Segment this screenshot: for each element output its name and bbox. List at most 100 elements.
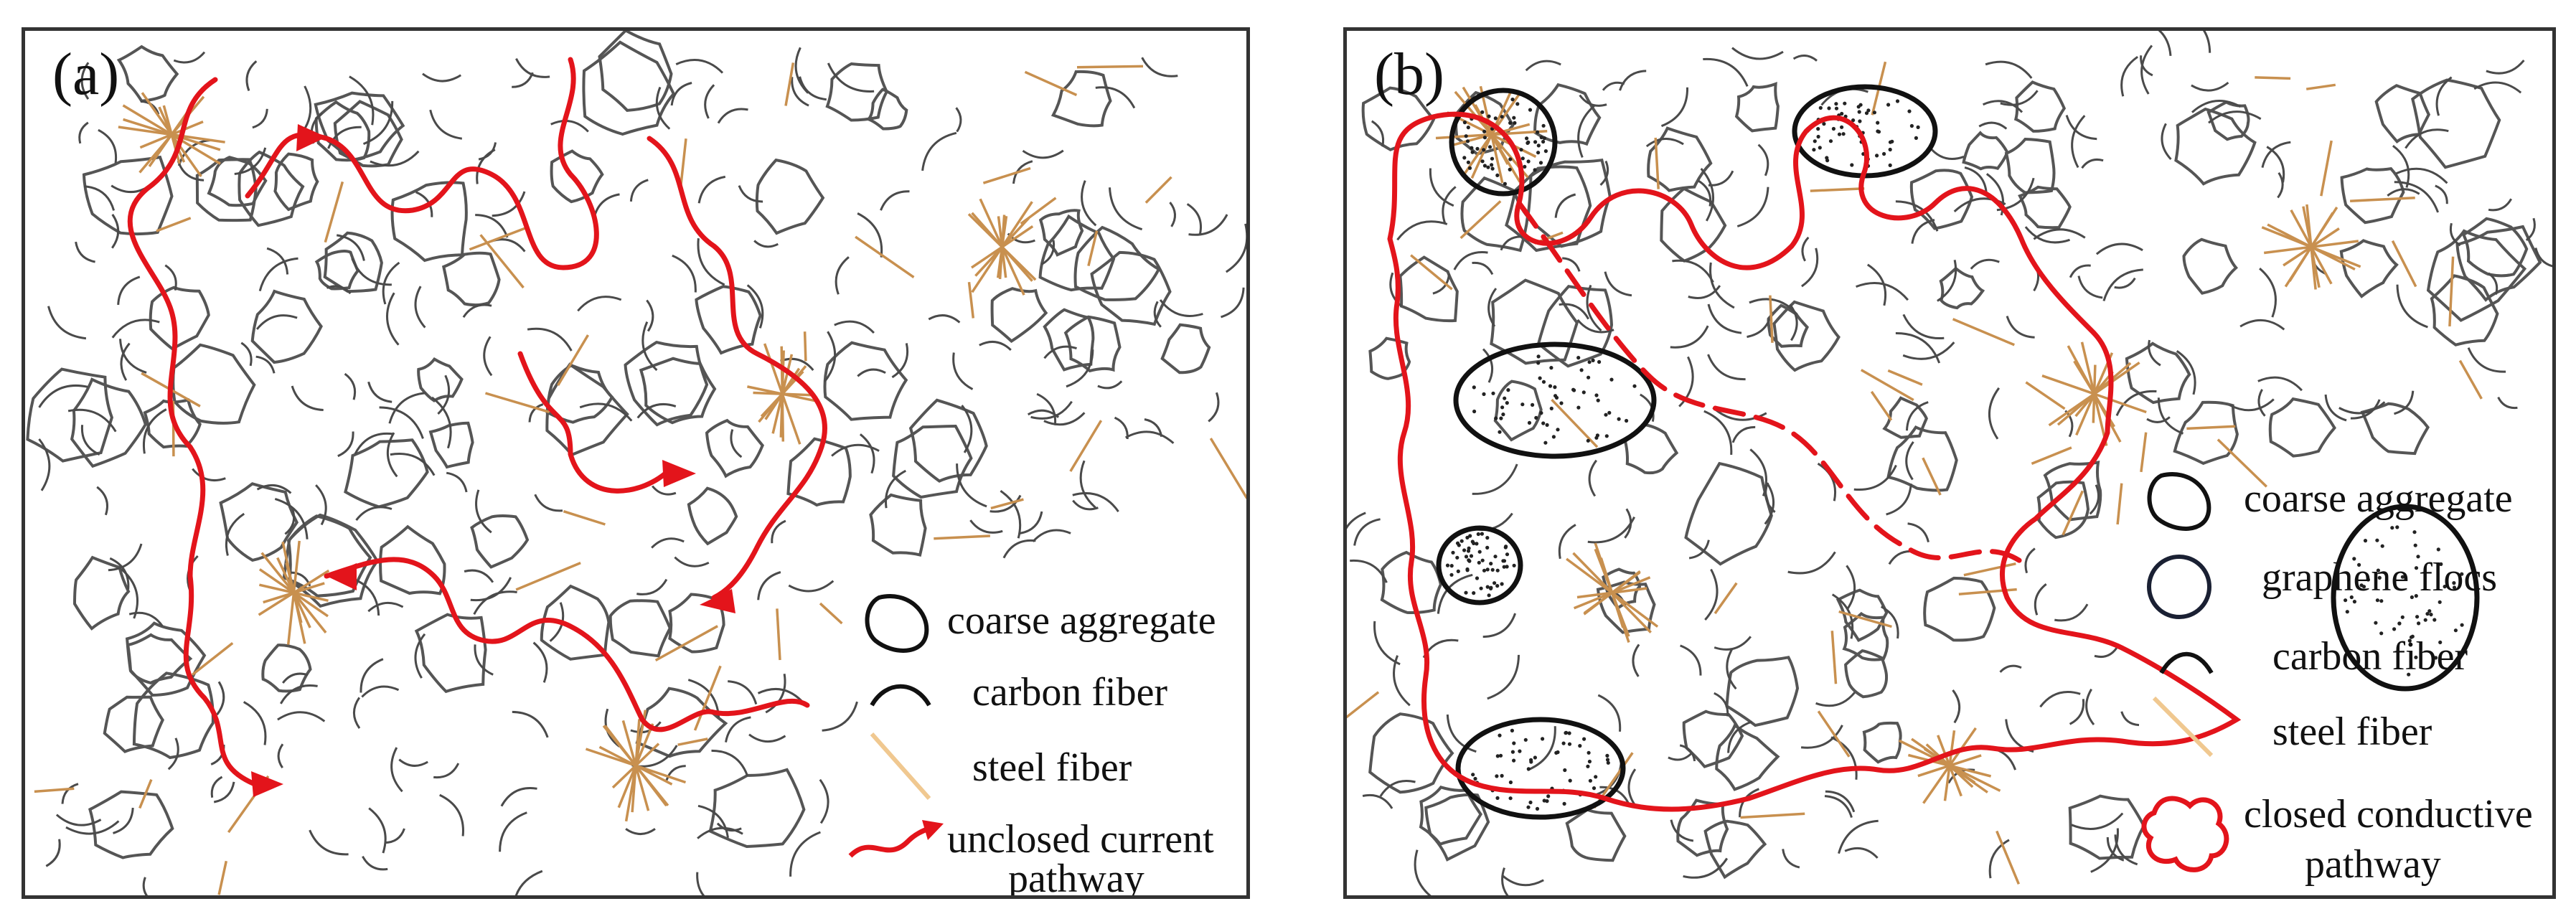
steel-fiber [1087,230,1099,267]
carbon-fiber [1800,725,1843,749]
coarse-aggregate [2004,137,2056,194]
steel-fiber [982,166,1031,184]
steel-fiber [485,392,550,414]
carbon-fiber [351,258,392,286]
carbon-fiber [2102,268,2143,301]
carbon-fiber [429,109,462,140]
legend-pathway-line1: unclosed current [947,817,1214,862]
carbon-fiber [651,537,685,549]
carbon-fiber [61,783,79,804]
graphene-dot [1475,542,1479,546]
carbon-fiber [2148,339,2161,367]
carbon-fiber [315,484,327,526]
carbon-fiber [464,569,494,583]
carbon-fiber [1792,55,1818,62]
steel-fiber [1020,197,1057,225]
carbon-fiber [111,214,120,249]
steel-fiber [1144,176,1172,204]
carbon-fiber [337,431,354,458]
graphene-dot [1816,127,1820,131]
carbon-fiber [857,212,883,258]
carbon-fiber [2257,376,2303,392]
graphene-dot [1578,744,1582,748]
carbon-fiber [2324,394,2347,422]
carbon-fiber [499,811,527,852]
graphene-dot [1472,409,1477,414]
steel-fiber [1830,631,1838,684]
graphene-dot [1482,148,1486,152]
coarse-aggregate [1684,461,1773,566]
graphene-dot [1480,532,1484,536]
carbon-fiber [1453,251,1488,270]
graphene-dot [2379,599,2384,603]
coarse-aggregate [238,150,305,227]
graphene-dot [1548,384,1553,388]
coarse-aggregate [2173,400,2239,466]
carbon-fiber [2497,396,2518,410]
coarse-aggregate [2206,100,2250,141]
coarse-aggregate [314,91,405,161]
carbon-fiber [225,512,245,556]
steel-fiber [967,281,975,319]
steel-fiber [1860,369,1914,402]
graphene-dot [2390,526,2394,530]
carbon-fiber [1907,522,1929,542]
carbon-fiber [1632,644,1640,677]
coarse-aggregate [2013,80,2067,133]
graphene-dot [1464,134,1468,138]
carbon-fiber [370,150,420,167]
coarse-aggregate [414,613,487,694]
graphene-dot [1472,385,1476,390]
steel-fiber [1714,582,1738,615]
graphene-dot [1586,764,1590,768]
carbon-fiber [952,352,974,390]
carbon-fiber [433,763,460,779]
carbon-fiber [1554,193,1576,218]
carbon-fiber [955,107,962,133]
carbon-fiber [245,60,258,92]
carbon-fiber [243,701,267,745]
graphene-dot [1508,796,1513,801]
carbon-fiber [1830,736,1858,780]
carbon-fiber [1672,259,1714,283]
graphene-dot [1582,737,1587,741]
coarse-aggregate [1886,425,1958,492]
steel-fiber [2056,362,2132,426]
graphene-dot [1501,413,1505,417]
graphene-dot [1466,160,1470,164]
carbon-fiber [1081,180,1097,227]
carbon-fiber [164,264,177,291]
graphene-dot [2436,562,2440,567]
carbon-fiber [1700,168,1714,222]
carbon-fiber [1964,166,1988,194]
carbon-fiber [2071,115,2086,169]
graphene-dot [1876,129,1880,133]
carbon-fiber [674,556,710,567]
steel-fiber [1740,812,1805,819]
carbon-fiber [1414,849,1432,895]
graphene-floc [1436,525,1523,605]
graphene-dot [1487,114,1491,118]
steel-fiber [324,181,344,243]
carbon-fiber [2106,836,2125,862]
graphene-floc [2331,504,2480,692]
carbon-fiber [1731,47,1784,60]
coarse-aggregate [550,149,604,204]
steel-fiber [34,787,75,793]
steel-fiber [2305,83,2336,90]
carbon-fiber [1482,348,1494,383]
carbon-fiber [1501,874,1544,887]
steel-fiber [776,608,781,661]
carbon-fiber [1704,568,1719,621]
graphene-dot [1856,105,1861,109]
carbon-fiber [2266,146,2285,183]
panel-a: (a) coarse aggregate carbon fiber steel … [22,27,1250,899]
carbon-fiber [113,807,134,834]
graphene-dot [1825,159,1830,163]
carbon-fiber [1482,613,1517,638]
carbon-fiber [1362,793,1393,809]
carbon-fiber [2077,275,2103,299]
coarse-aggregate [70,377,147,468]
graphene-dot [2361,585,2366,589]
graphene-dot [1466,549,1471,553]
